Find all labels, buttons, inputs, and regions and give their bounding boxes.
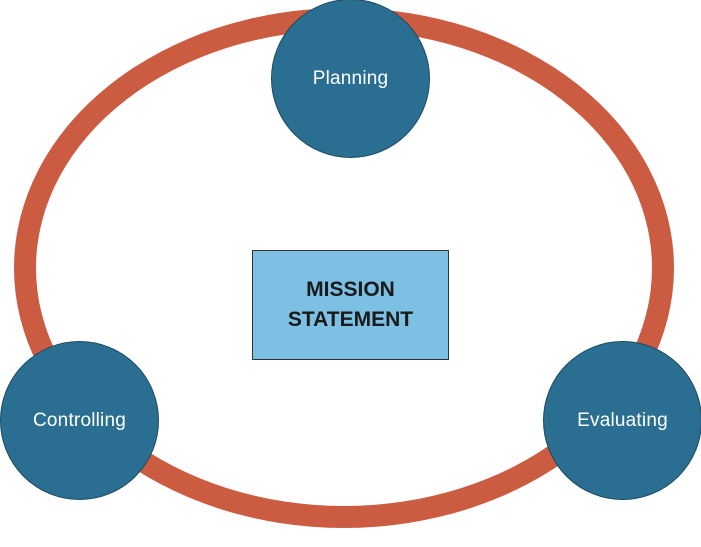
node-controlling-label: Controlling	[32, 409, 127, 431]
node-evaluating-label: Evaluating	[577, 409, 668, 431]
node-controlling[interactable]: Controlling	[0, 341, 159, 500]
node-evaluating[interactable]: Evaluating	[543, 341, 701, 500]
mission-statement-box[interactable]: MISSION STATEMENT	[252, 250, 449, 360]
node-planning[interactable]: Planning	[271, 0, 430, 158]
mission-statement-line-1: MISSION	[306, 278, 395, 302]
node-planning-label: Planning	[312, 67, 389, 89]
mission-statement-line-2: STATEMENT	[287, 308, 414, 331]
